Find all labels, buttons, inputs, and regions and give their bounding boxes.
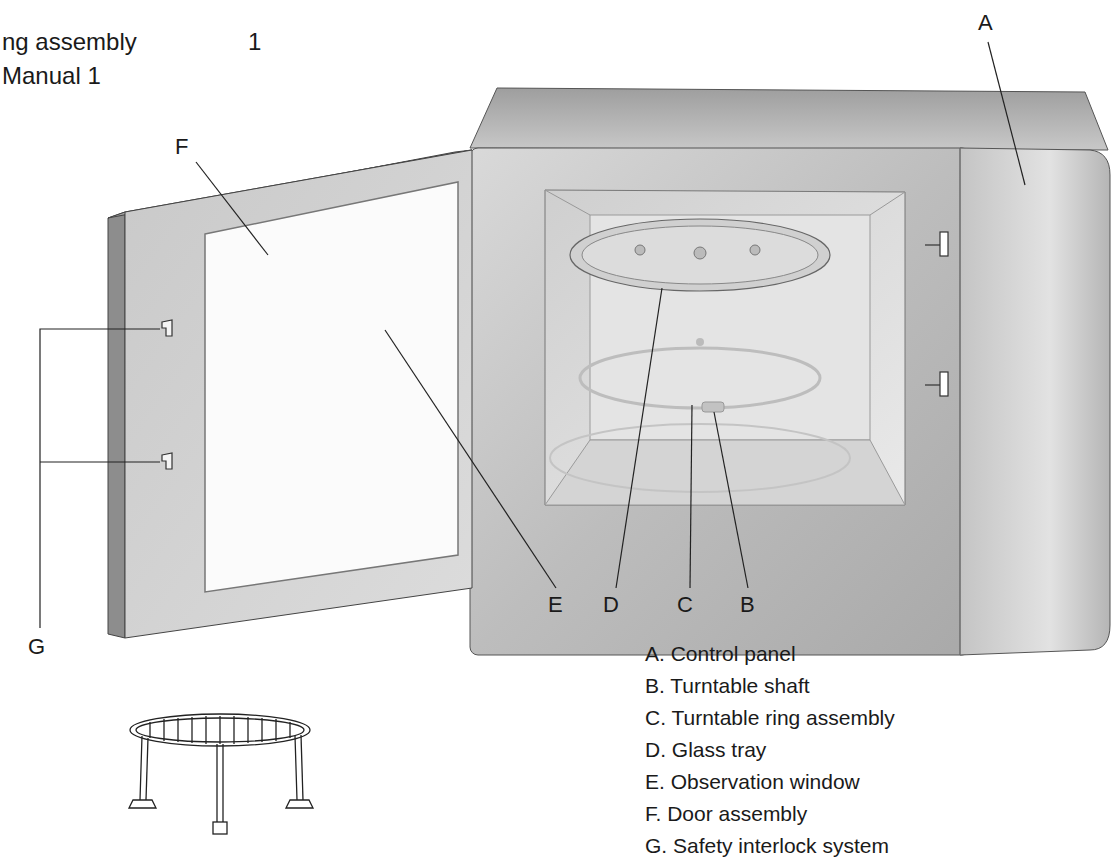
legend-line: D. Glass tray xyxy=(645,738,766,762)
callout-letter: G xyxy=(28,634,45,659)
callout-letter: F xyxy=(175,134,188,159)
callout-letter: C xyxy=(677,592,693,617)
legend-line: F. Door assembly xyxy=(645,802,807,826)
note-text: Manual 1 xyxy=(2,62,101,90)
note-text: ng assembly xyxy=(2,28,137,56)
legend-line: A. Control panel xyxy=(645,642,796,666)
legend-line: B. Turntable shaft xyxy=(645,674,810,698)
note-text: 1 xyxy=(248,28,261,56)
callout-letter: E xyxy=(548,592,563,617)
callout-letter: B xyxy=(740,592,755,617)
callout-letter: A xyxy=(978,10,993,35)
legend-line: E. Observation window xyxy=(645,770,860,794)
legend-line: G. Safety interlock system xyxy=(645,834,889,858)
legend-line: C. Turntable ring assembly xyxy=(645,706,895,730)
callout-letter: D xyxy=(603,592,619,617)
